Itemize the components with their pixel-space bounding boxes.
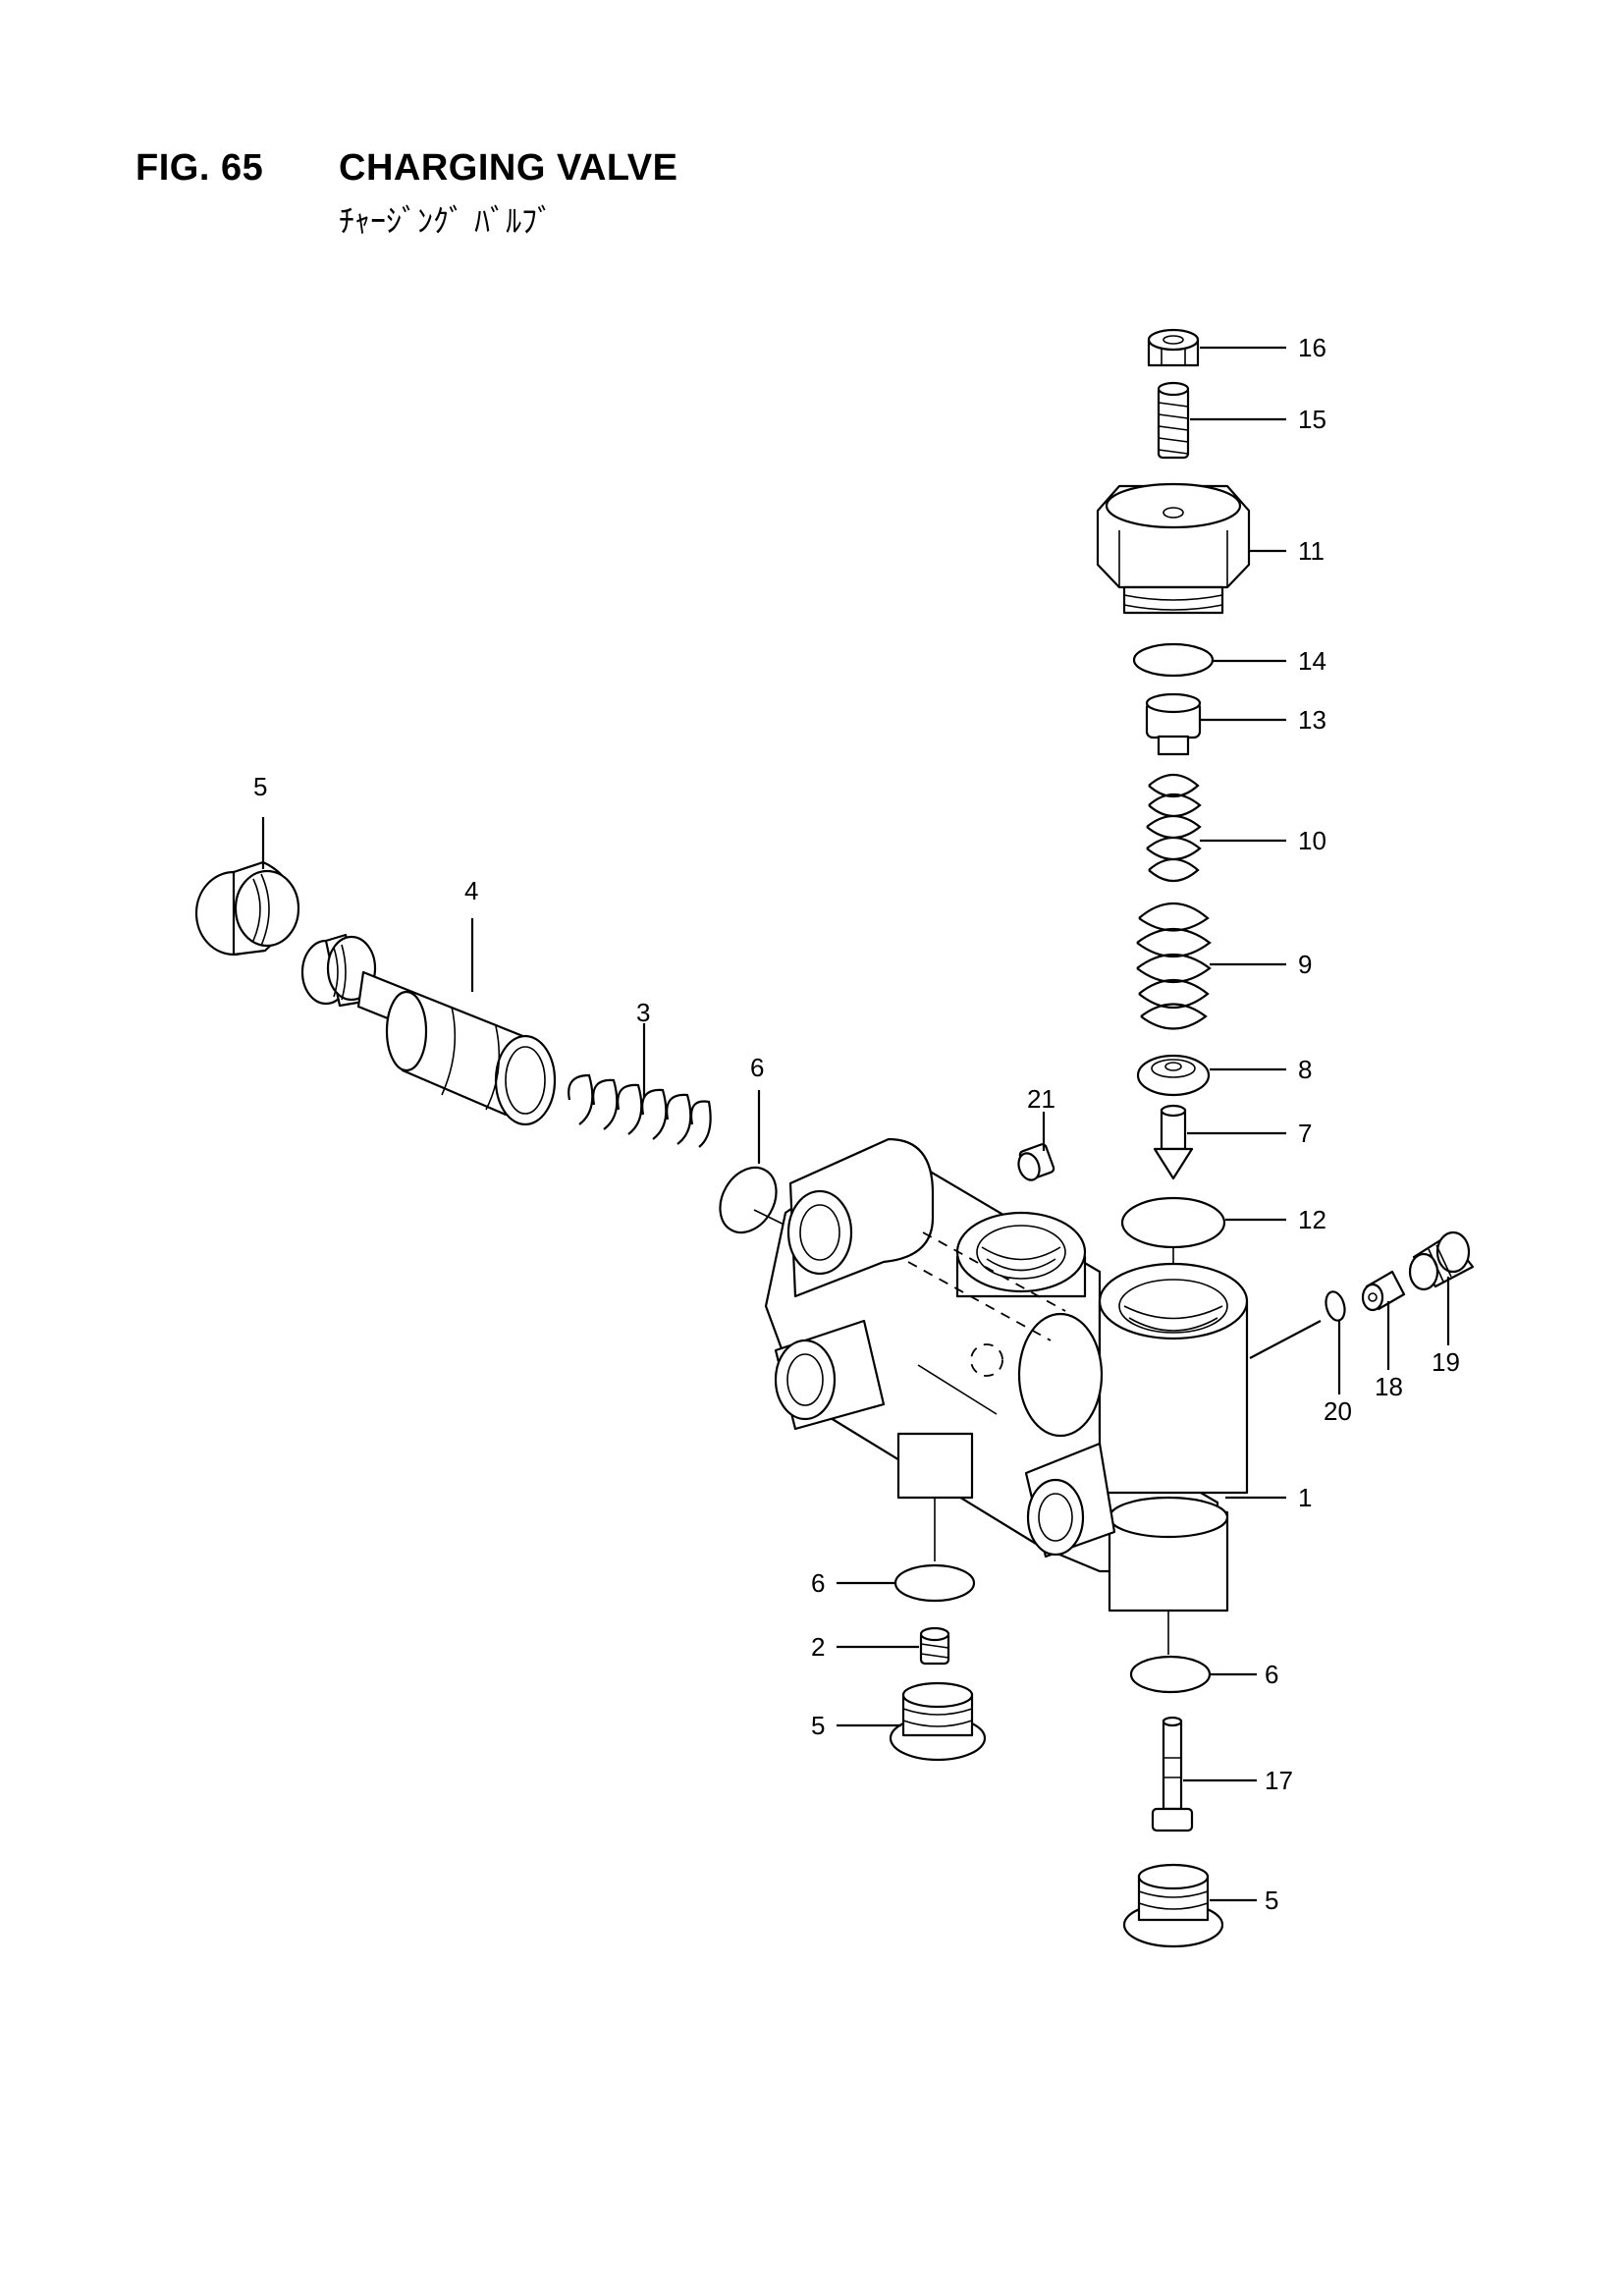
callout-13: 13 <box>1298 705 1326 735</box>
callout-17: 17 <box>1265 1766 1293 1795</box>
callout-6-upper: 6 <box>750 1053 764 1082</box>
part-6-o-ring-left <box>719 1090 801 1234</box>
part-4-spool <box>300 918 557 1126</box>
callout-7: 7 <box>1298 1119 1312 1148</box>
part-5-plug-bottom-right <box>1122 1863 1257 1948</box>
callout-21: 21 <box>1027 1084 1055 1114</box>
part-6-o-ring-bottom-right <box>1129 1611 1257 1694</box>
callout-5-lower-right: 5 <box>1265 1886 1278 1915</box>
part-8-retainer <box>1136 1054 1286 1097</box>
callout-11: 11 <box>1298 536 1325 566</box>
part-18-orifice <box>1361 1270 1406 1370</box>
figure-subtitle: ﾁｬｰｼﾞﾝｸﾞ ﾊﾞﾙﾌﾞ <box>339 202 554 240</box>
callout-10: 10 <box>1298 826 1326 855</box>
part-10-spring <box>1146 773 1286 883</box>
part-9-spring <box>1136 902 1286 1030</box>
callout-15: 15 <box>1298 405 1326 434</box>
part-17-pin <box>1151 1716 1257 1832</box>
part-12-o-ring <box>1120 1196 1286 1249</box>
part-21-small-plug <box>1017 1112 1055 1181</box>
callout-16: 16 <box>1298 333 1326 362</box>
callout-8: 8 <box>1298 1055 1312 1084</box>
part-19-plug <box>1408 1230 1475 1345</box>
callout-4: 4 <box>464 876 478 905</box>
callout-12: 12 <box>1298 1205 1326 1234</box>
part-3-spring <box>568 1023 712 1148</box>
callout-5-upper-left: 5 <box>253 772 267 801</box>
callout-18: 18 <box>1375 1372 1403 1401</box>
part-16-nut <box>1147 328 1286 367</box>
callout-14: 14 <box>1298 646 1326 676</box>
figure-number: FIG. 65 <box>135 147 264 189</box>
callout-2: 2 <box>811 1632 825 1662</box>
part-2-small-plug <box>837 1626 950 1666</box>
part-20-washer <box>1325 1290 1346 1394</box>
figure-title: CHARGING VALVE <box>339 147 678 189</box>
callout-20: 20 <box>1324 1396 1352 1426</box>
part-5-plug-bottom-left <box>837 1681 987 1762</box>
part-7-needle <box>1153 1104 1286 1180</box>
part-15-screw <box>1157 381 1286 460</box>
callout-6-lower-left: 6 <box>811 1568 825 1598</box>
part-14-o-ring <box>1132 642 1286 678</box>
callout-19: 19 <box>1432 1347 1460 1377</box>
callout-9: 9 <box>1298 950 1312 979</box>
part-13-plug <box>1145 692 1286 756</box>
callout-3: 3 <box>636 998 650 1027</box>
part-11-cap-nut <box>1096 482 1286 615</box>
part-5-plug-left <box>194 817 300 957</box>
callout-6-lower-right: 6 <box>1265 1660 1278 1689</box>
part-1-valve-body <box>764 1137 1322 1613</box>
callout-1: 1 <box>1298 1483 1312 1512</box>
part-6-o-ring-bottom-left <box>837 1498 976 1603</box>
callout-5-lower-left: 5 <box>811 1711 825 1740</box>
